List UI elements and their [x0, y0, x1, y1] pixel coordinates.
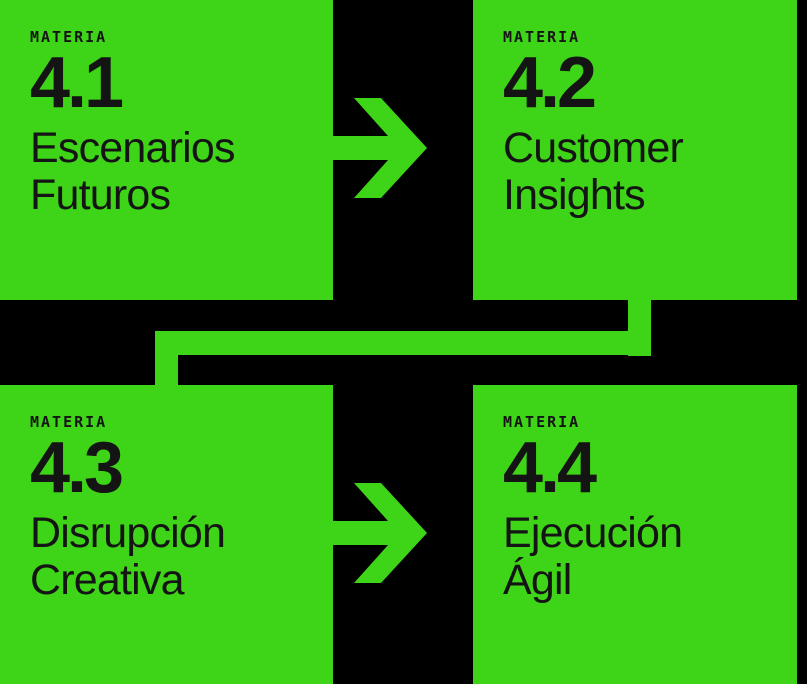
card-4-1-title-line-1: Escenarios: [30, 124, 236, 173]
card-4-1[interactable]: MATERIA 4.1 Escenarios Futuros: [0, 0, 333, 300]
card-4-3-content: MATERIA 4.3 Disrupción Creativa: [30, 413, 325, 604]
card-4-4-eyebrow: MATERIA: [503, 413, 581, 431]
card-4-4-content: MATERIA 4.4 Ejecución Ágil: [503, 413, 789, 604]
card-4-3[interactable]: MATERIA 4.3 Disrupción Creativa: [0, 385, 333, 684]
card-4-1-title-line-2: Futuros: [30, 170, 171, 219]
card-4-2-title-line-2: Insights: [503, 170, 646, 219]
connector-segment-vertical-to-4-3: [155, 331, 178, 387]
card-4-2-title-line-1: Customer: [503, 124, 684, 173]
card-4-3-title-line-2: Creativa: [30, 555, 185, 604]
card-4-1-title: Escenarios Futuros: [30, 125, 325, 218]
arrow-right-icon-4-3-to-4-4: [331, 478, 427, 588]
card-4-3-title: Disrupción Creativa: [30, 510, 325, 603]
card-4-2-eyebrow: MATERIA: [503, 28, 581, 46]
card-4-2-number: 4.2: [503, 43, 597, 123]
card-4-3-eyebrow: MATERIA: [30, 413, 108, 431]
card-4-2-content: MATERIA 4.2 Customer Insights: [503, 28, 789, 219]
card-4-3-title-line-1: Disrupción: [30, 509, 226, 558]
card-4-4-title: Ejecución Ágil: [503, 510, 789, 603]
card-4-4[interactable]: MATERIA 4.4 Ejecución Ágil: [473, 385, 797, 684]
card-4-1-eyebrow: MATERIA: [30, 28, 108, 46]
connector-segment-horizontal: [155, 331, 651, 355]
card-4-2-title: Customer Insights: [503, 125, 789, 218]
card-4-1-content: MATERIA 4.1 Escenarios Futuros: [30, 28, 325, 219]
card-4-3-number: 4.3: [30, 428, 124, 508]
card-4-1-number: 4.1: [30, 43, 124, 123]
card-4-4-number: 4.4: [503, 428, 597, 508]
arrow-right-icon-4-1-to-4-2: [331, 93, 427, 203]
card-4-4-title-line-1: Ejecución: [503, 509, 683, 558]
card-4-4-title-line-2: Ágil: [503, 555, 572, 604]
card-4-2[interactable]: MATERIA 4.2 Customer Insights: [473, 0, 797, 300]
